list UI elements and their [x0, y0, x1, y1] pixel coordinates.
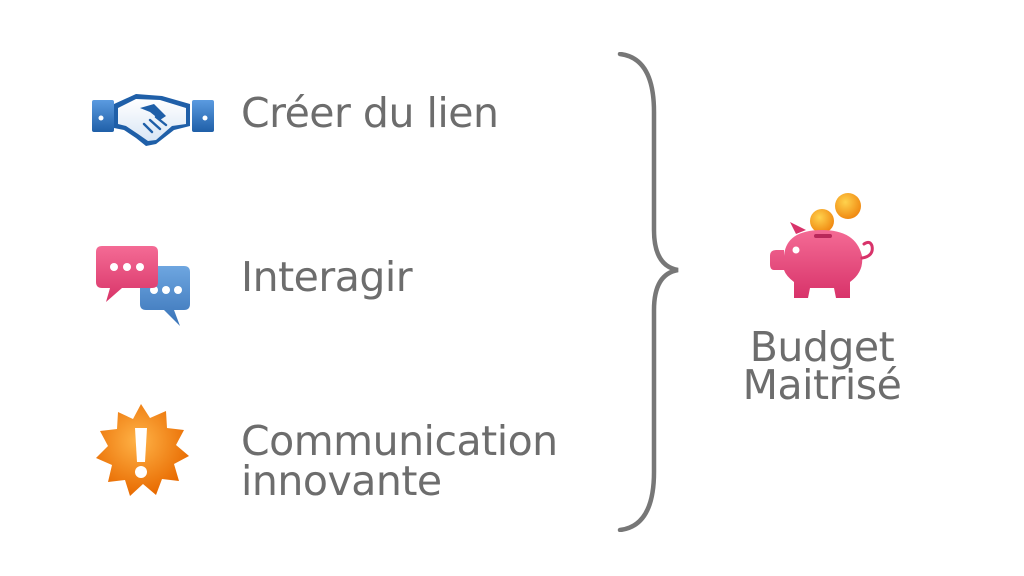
- alert-badge-icon: [90, 402, 192, 500]
- item-label-line: innovante: [241, 457, 442, 505]
- curly-brace: [612, 51, 692, 533]
- result-label-budget-maitrise: Budget Maitrisé: [700, 323, 944, 409]
- piggy-bank-icon: [764, 190, 880, 308]
- handshake-icon: [90, 86, 216, 150]
- result-label-line: Budget: [749, 323, 895, 371]
- item-label-line: Communication: [241, 417, 558, 465]
- chat-bubbles-icon: [92, 242, 194, 332]
- item-label-interagir: Interagir: [241, 257, 413, 298]
- result-label-line: Maitrisé: [742, 361, 902, 409]
- item-label-communication-innovante: Communication innovante: [241, 417, 558, 505]
- item-label-creer-du-lien: Créer du lien: [241, 93, 499, 134]
- item-label-line: Créer du lien: [241, 89, 499, 137]
- item-label-line: Interagir: [241, 253, 413, 301]
